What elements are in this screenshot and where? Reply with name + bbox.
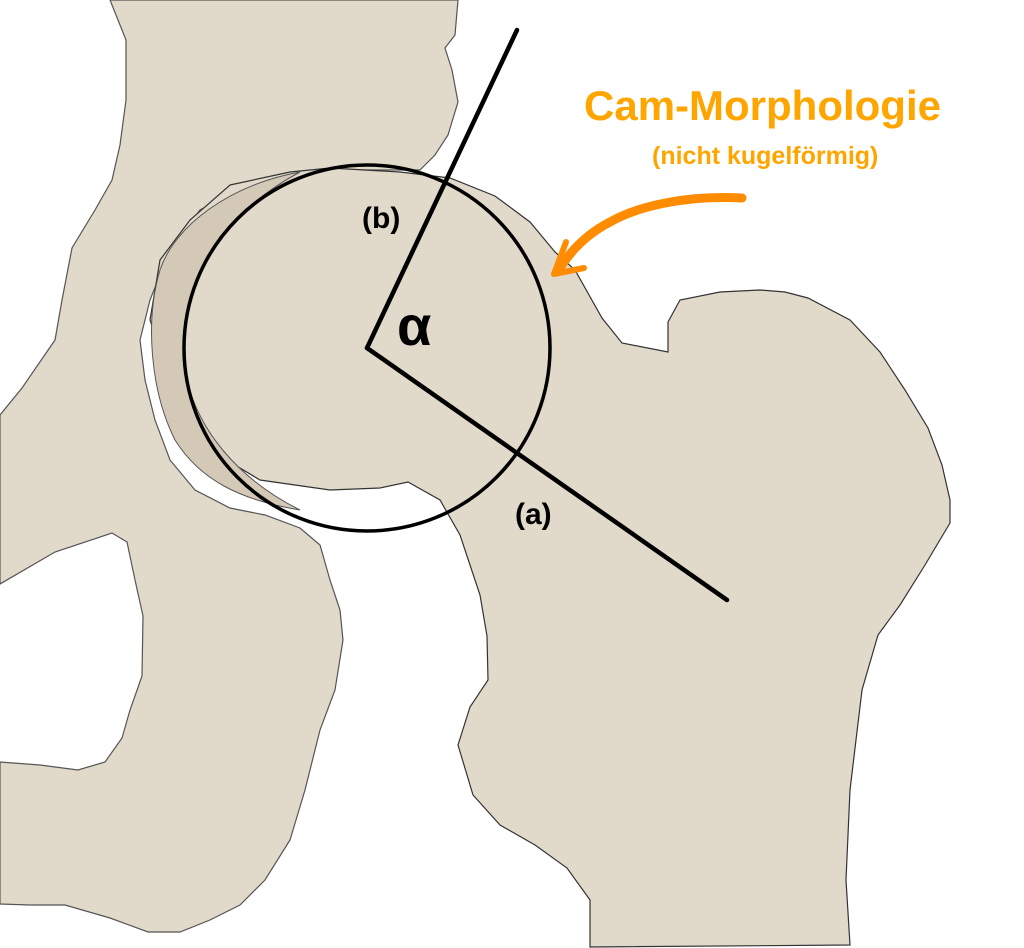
cam-morphology-title: Cam-Morphologie <box>584 82 941 129</box>
line-b-cam-point <box>364 27 520 351</box>
femur-bone <box>149 167 951 948</box>
line-b-label: (b) <box>362 202 400 235</box>
cam-arrow-shaft <box>555 193 747 273</box>
line-a-label: (a) <box>515 498 552 531</box>
line-a-neck-axis <box>364 345 730 603</box>
cam-morphology-subtitle: (nicht kugelförmig) <box>652 142 879 170</box>
best-fit-circle <box>182 163 552 533</box>
cam-arrow-head <box>551 239 587 277</box>
angle-alpha-label: α <box>397 294 431 357</box>
